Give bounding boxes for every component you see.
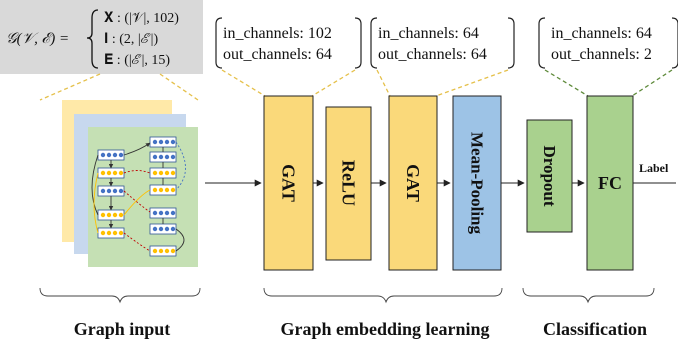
- param-guide-lines: [221, 69, 673, 97]
- block-gat-1-label: GAT: [279, 164, 299, 202]
- param-box-1: in_channels: 102 out_channels: 64: [215, 17, 362, 69]
- formula-brace: [86, 9, 99, 69]
- graph-input-illustration: [39, 73, 199, 267]
- block-fc: FC: [586, 95, 634, 271]
- underbraces: [39, 287, 655, 304]
- formula-row-i: 𝐈 : (2, |ℰ|): [104, 32, 158, 47]
- dashed-guide-line: [39, 73, 101, 101]
- formula-row-e: 𝐄 : (|ℰ|, 15): [104, 53, 170, 68]
- underbrace-embedding: [263, 287, 503, 304]
- block-dropout: Dropout: [526, 119, 573, 233]
- block-gat-2: GAT: [388, 95, 438, 271]
- block-gat-2-label: GAT: [403, 164, 423, 202]
- param-box-1-in: in_channels: 102: [223, 25, 332, 42]
- underbrace-graph-input: [39, 287, 201, 304]
- block-gat-1: GAT: [263, 95, 314, 271]
- block-relu: ReLU: [325, 106, 372, 261]
- param-box-1-out: out_channels: 64: [223, 46, 332, 63]
- formula-row-x: 𝐗 : (|𝒱|, 102): [104, 11, 179, 26]
- formula-lhs: 𝒢(𝒱, ℰ) =: [6, 31, 69, 47]
- param-box-3-out: out_channels: 2: [551, 46, 652, 63]
- block-fc-label: FC: [598, 173, 622, 193]
- caption-embedding: Graph embedding learning: [280, 319, 489, 339]
- block-relu-label: ReLU: [339, 160, 359, 206]
- param-box-2-in: in_channels: 64: [378, 25, 479, 42]
- block-mean-pooling-label: Mean-Pooling: [468, 132, 487, 234]
- graph-formula-panel: 𝒢(𝒱, ℰ) = 𝐗 : (|𝒱|, 102) 𝐈 : (2, |ℰ|) 𝐄 …: [0, 0, 203, 74]
- caption-graph-input: Graph input: [74, 319, 171, 339]
- block-mean-pooling: Mean-Pooling: [452, 95, 502, 271]
- output-label: Label: [639, 161, 669, 175]
- param-box-2-out: out_channels: 64: [378, 46, 487, 63]
- param-box-3: in_channels: 64 out_channels: 2: [538, 17, 678, 69]
- dashed-guide-line: [159, 73, 199, 101]
- graph-node-column-right: [149, 136, 177, 257]
- param-box-2: in_channels: 64 out_channels: 64: [370, 17, 515, 69]
- underbrace-classification: [522, 287, 655, 304]
- graph-edges: [91, 141, 186, 252]
- block-dropout-label: Dropout: [540, 145, 559, 206]
- param-box-3-in: in_channels: 64: [551, 25, 652, 42]
- caption-classification: Classification: [543, 319, 647, 339]
